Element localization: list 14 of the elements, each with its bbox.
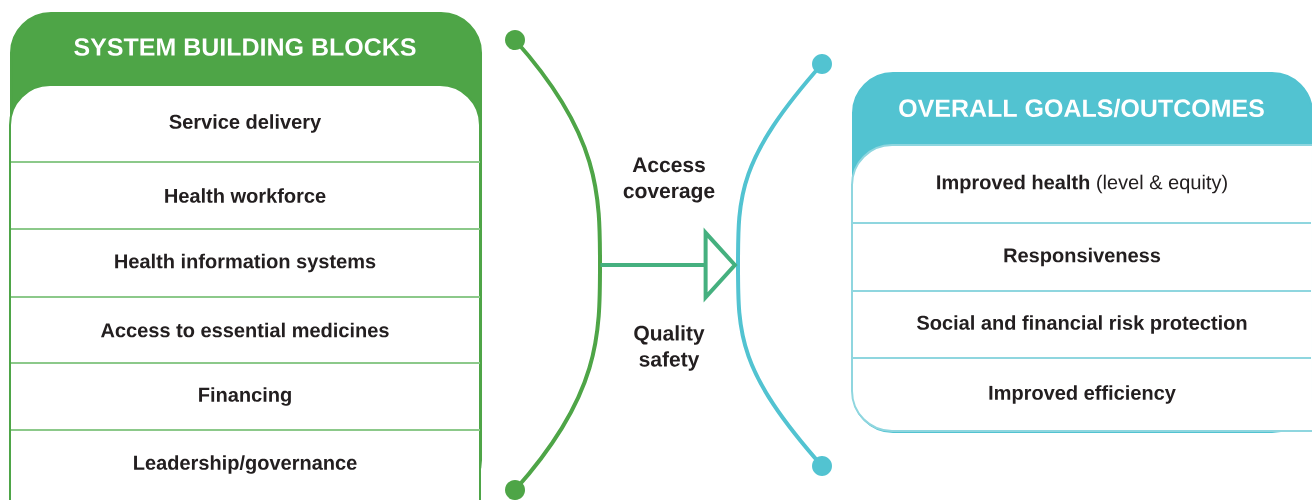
table-row: Responsiveness xyxy=(1004,247,1161,267)
table-row: Health workforce xyxy=(165,188,326,203)
bracket-arc xyxy=(505,30,602,500)
bracket-arc xyxy=(736,54,832,476)
table-row: Social and financial risk protection xyxy=(917,315,1247,334)
table-row: Health information systems xyxy=(115,253,376,273)
table-row: Improved efficiency xyxy=(989,385,1176,404)
flow-label: Access coverage xyxy=(623,157,715,203)
table-row: Access to essential medicines xyxy=(101,322,389,338)
table-row: Service delivery xyxy=(169,114,322,133)
table-row: Leadership/governance xyxy=(134,455,357,474)
table-row: Financing xyxy=(199,387,291,406)
table-row: Improved health (level & equity) xyxy=(937,174,1227,194)
flow-label: Quality safety xyxy=(634,325,705,371)
